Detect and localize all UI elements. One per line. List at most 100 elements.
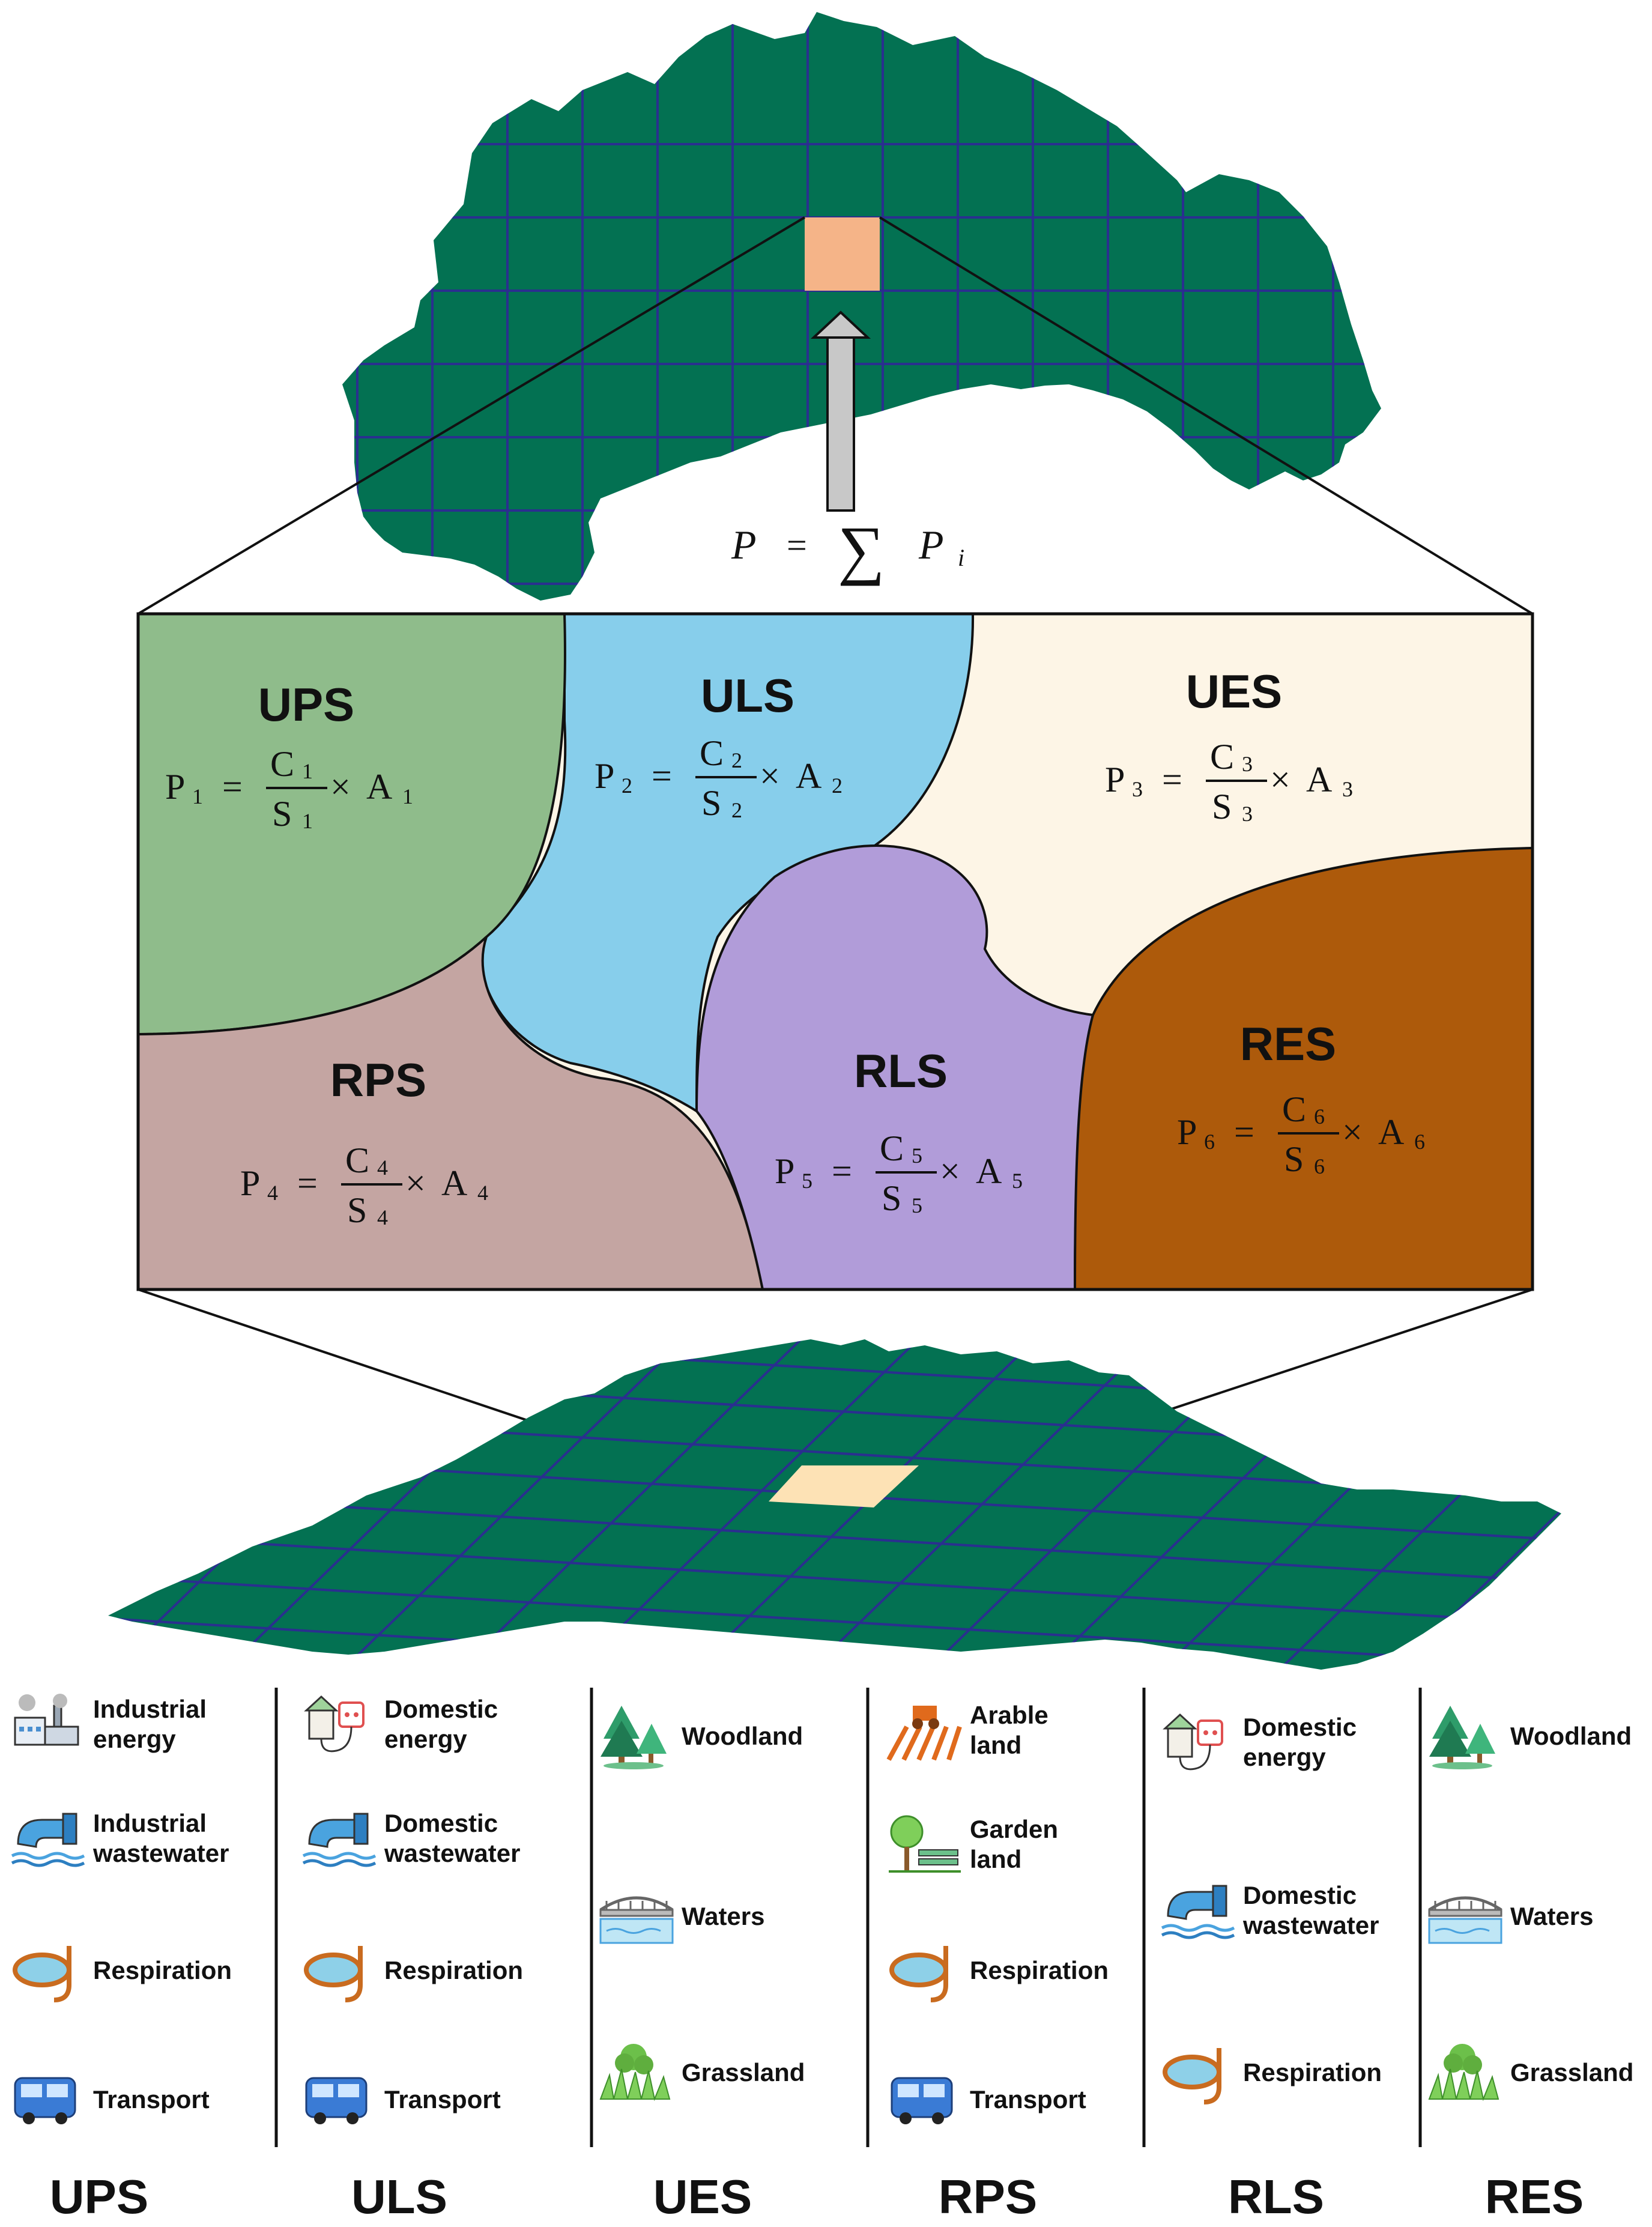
eq-equals-ULS: = — [652, 756, 672, 796]
eq-S-sub-RPS: 4 — [377, 1205, 388, 1229]
sum-formula: P = ∑ P i — [731, 513, 964, 586]
eq-P-sub-RPS: 4 — [267, 1181, 278, 1205]
eq-P-sub-UES: 3 — [1132, 777, 1143, 801]
top-selected-cell — [805, 217, 880, 291]
eq-A-RES: A — [1378, 1112, 1404, 1152]
grid-line — [1266, 1339, 1561, 1670]
legend-item: Woodland — [1429, 1706, 1632, 1769]
grid-line — [108, 1572, 1561, 1670]
legend-item-label: Woodland — [1510, 1722, 1632, 1750]
grid-line — [446, 1339, 821, 1670]
legend-item-label: Waters — [682, 1902, 765, 1930]
eq-equals-UES: = — [1162, 760, 1182, 799]
grass-icon — [1428, 2044, 1499, 2101]
tractor-field-icon — [886, 1706, 962, 1761]
eq-P-UES: P — [1105, 760, 1125, 799]
snorkel-mask-icon — [13, 1946, 71, 2002]
eq-A-sub-RLS: 5 — [1012, 1169, 1023, 1193]
legend-item-label: energy — [1243, 1743, 1326, 1771]
snorkel-mask-icon — [889, 1946, 948, 2002]
eq-S-sub-UPS: 1 — [302, 809, 313, 833]
eq-S-ULS: S — [701, 783, 721, 823]
column-label-RLS: RLS — [1228, 2170, 1324, 2223]
zone-title-RLS: RLS — [854, 1044, 948, 1097]
zone-title-ULS: ULS — [701, 669, 794, 722]
column-RPS: ArablelandGardenlandRespirationTransport… — [886, 1701, 1109, 2223]
legend-item-label: Waters — [1510, 1902, 1594, 1930]
bus-icon — [891, 2077, 953, 2124]
legend-item-label: land — [970, 1731, 1021, 1759]
legend-item: Respiration — [1163, 2048, 1382, 2104]
grid-line — [563, 1339, 938, 1670]
legend-item-label: land — [970, 1845, 1021, 1873]
bridge-water-icon — [1428, 1896, 1502, 1944]
eq-P-UPS: P — [165, 767, 185, 807]
eq-P-RPS: P — [240, 1163, 260, 1203]
eq-A-sub-UES: 3 — [1342, 777, 1353, 801]
eq-C-sub-ULS: 2 — [731, 748, 742, 772]
eq-A-sub-UPS: 1 — [402, 784, 413, 808]
column-dividers — [274, 1688, 1422, 2147]
legend-item-label: Domestic — [384, 1809, 498, 1837]
eq-P-RLS: P — [775, 1151, 794, 1191]
eq-C-UPS: C — [270, 744, 294, 784]
legend-item: Transport — [891, 2077, 1086, 2124]
legend-item: Waters — [599, 1896, 765, 1944]
wastewater-pipe-icon — [1161, 1885, 1235, 1939]
grid-line — [108, 1656, 1561, 1670]
eq-P-sub-UPS: 1 — [192, 784, 203, 808]
category-legend: IndustrialenergyIndustrialwastewaterResp… — [11, 1694, 1633, 2223]
garden-bench-icon — [889, 1815, 961, 1873]
sum-formula-sub-i: i — [958, 544, 964, 571]
wastewater-pipe-icon — [11, 1813, 85, 1867]
eq-S-sub-UES: 3 — [1242, 802, 1253, 826]
eq-times-ULS: × — [760, 756, 780, 796]
legend-item-label: Respiration — [1243, 2058, 1382, 2086]
legend-item-label: Garden — [970, 1815, 1058, 1843]
eq-S-UES: S — [1212, 787, 1232, 826]
eq-P-sub-RES: 6 — [1204, 1130, 1215, 1154]
zone-title-RES: RES — [1240, 1017, 1336, 1070]
legend-item: Respiration — [889, 1946, 1109, 2002]
eq-A-RLS: A — [976, 1151, 1002, 1191]
legend-item-label: wastewater — [384, 1839, 520, 1867]
sum-formula-equals: = — [787, 526, 807, 565]
bottom-selected-cell — [769, 1465, 919, 1507]
eq-A-UES: A — [1306, 760, 1332, 799]
wastewater-pipe-icon — [302, 1813, 377, 1867]
legend-item-label: Respiration — [93, 1956, 232, 1984]
legend-item-label: energy — [384, 1725, 467, 1753]
column-ULS: DomesticenergyDomesticwastewaterRespirat… — [302, 1695, 523, 2223]
eq-A-ULS: A — [796, 756, 821, 796]
domestic-energy-icon — [1163, 1713, 1223, 1771]
eq-S-sub-RLS: 5 — [912, 1193, 922, 1217]
legend-item-label: Grassland — [682, 2058, 805, 2086]
legend-item: Woodland — [601, 1706, 803, 1769]
legend-item: Transport — [305, 2077, 501, 2124]
column-label-RES: RES — [1485, 2170, 1584, 2223]
bus-icon — [14, 2077, 76, 2124]
snorkel-mask-icon — [304, 1946, 363, 2002]
eq-equals-UPS: = — [222, 767, 243, 807]
sum-formula-sigma: ∑ — [838, 513, 885, 586]
legend-item-label: wastewater — [92, 1839, 229, 1867]
eq-S-UPS: S — [272, 794, 292, 834]
column-label-UPS: UPS — [50, 2170, 149, 2223]
eq-C-sub-UPS: 1 — [302, 759, 313, 783]
eq-S-sub-ULS: 2 — [731, 798, 742, 822]
grid-line — [797, 1339, 1172, 1670]
eq-equals-RLS: = — [832, 1151, 852, 1191]
legend-item-label: Industrial — [93, 1809, 207, 1837]
sum-formula-Pi: P — [918, 522, 944, 568]
eq-P-sub-ULS: 2 — [622, 774, 632, 798]
legend-item: Transport — [14, 2077, 210, 2124]
legend-item-label: Respiration — [970, 1956, 1109, 1984]
eq-P-ULS: P — [595, 756, 614, 796]
